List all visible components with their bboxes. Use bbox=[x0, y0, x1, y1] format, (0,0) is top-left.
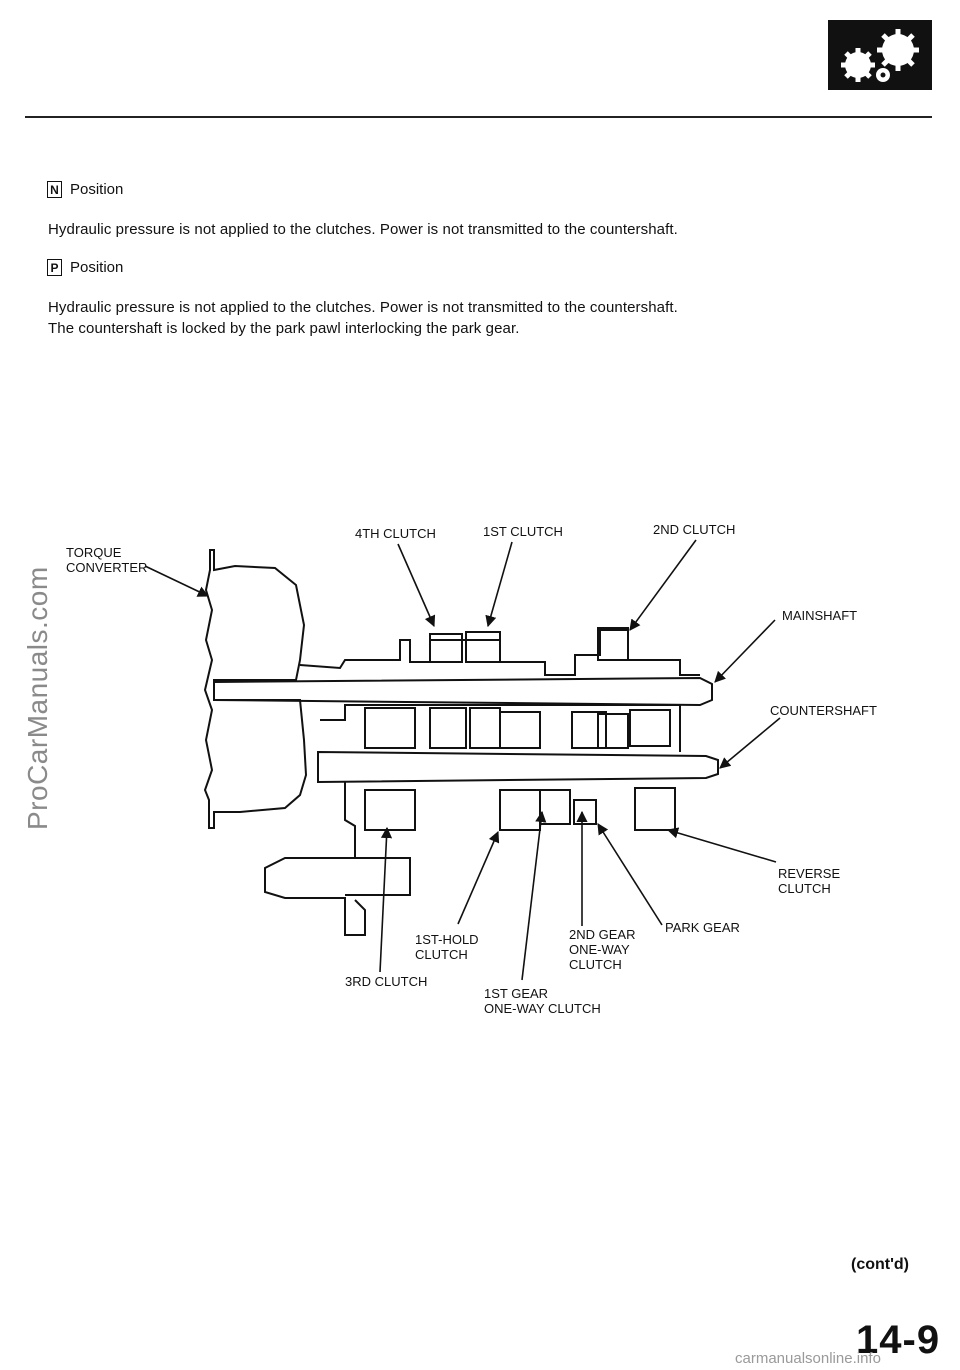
label-line: ONE-WAY bbox=[569, 942, 630, 957]
continued-note: (cont'd) bbox=[851, 1256, 910, 1273]
label-line: 1ST-HOLD bbox=[415, 932, 479, 947]
label-line: REVERSE bbox=[778, 866, 841, 881]
section-heading-n: N Position bbox=[47, 181, 123, 198]
second-clutch bbox=[597, 627, 629, 661]
label-line: 2ND GEAR bbox=[569, 927, 636, 942]
label-line: CLUTCH bbox=[415, 947, 468, 962]
reverse-clutch bbox=[634, 787, 676, 831]
body-line: Hydraulic pressure is not applied to the… bbox=[48, 299, 678, 316]
label-reverse-clutch: REVERSE CLUTCH bbox=[778, 866, 840, 896]
torque-converter bbox=[203, 549, 308, 829]
label-mainshaft: MAINSHAFT bbox=[782, 608, 858, 623]
header-rule bbox=[25, 116, 932, 118]
label-1st-hold-clutch: 1ST-HOLD CLUTCH bbox=[415, 932, 479, 962]
page-number: 14-9 bbox=[856, 1318, 941, 1362]
section-body-p: Hydraulic pressure is not applied to the… bbox=[48, 297, 678, 339]
countershaft bbox=[317, 750, 719, 784]
mainshaft bbox=[213, 676, 713, 707]
label-countershaft: COUNTERSHAFT bbox=[770, 703, 877, 718]
body-line: Hydraulic pressure is not applied to the… bbox=[48, 221, 678, 238]
position-letter-n: N bbox=[47, 181, 62, 198]
label-line: CLUTCH bbox=[569, 957, 622, 972]
section-title-p: Position bbox=[70, 259, 124, 276]
position-letter-p: P bbox=[47, 259, 62, 276]
first-clutch bbox=[465, 631, 501, 663]
section-title-n: Position bbox=[70, 181, 124, 198]
label-2nd-clutch: 2ND CLUTCH bbox=[653, 522, 736, 537]
footer-url: carmanualsonline.info bbox=[735, 1350, 881, 1367]
label-line: TORQUE bbox=[66, 545, 122, 560]
label-line: CLUTCH bbox=[778, 881, 831, 896]
fourth-clutch bbox=[429, 633, 463, 663]
label-4th-clutch: 4TH CLUTCH bbox=[355, 526, 436, 541]
label-park-gear: PARK GEAR bbox=[665, 920, 740, 935]
third-clutch bbox=[364, 789, 416, 831]
body-line: The countershaft is locked by the park p… bbox=[48, 320, 520, 337]
label-1st-gear-one-way-clutch: 1ST GEAR ONE-WAY CLUTCH bbox=[484, 986, 601, 1016]
label-torque-converter: TORQUE CONVERTER bbox=[66, 545, 147, 575]
label-2nd-gear-one-way-clutch: 2ND GEAR ONE-WAY CLUTCH bbox=[569, 927, 635, 972]
section-heading-p: P Position bbox=[47, 259, 123, 276]
gear-icon bbox=[828, 20, 932, 90]
label-line: 1ST GEAR bbox=[484, 986, 549, 1001]
label-line: ONE-WAY CLUTCH bbox=[484, 1001, 601, 1016]
label-line: CONVERTER bbox=[66, 560, 148, 575]
section-body-n: Hydraulic pressure is not applied to the… bbox=[48, 219, 678, 240]
label-1st-clutch: 1ST CLUTCH bbox=[483, 524, 563, 539]
label-3rd-clutch: 3RD CLUTCH bbox=[345, 974, 428, 989]
